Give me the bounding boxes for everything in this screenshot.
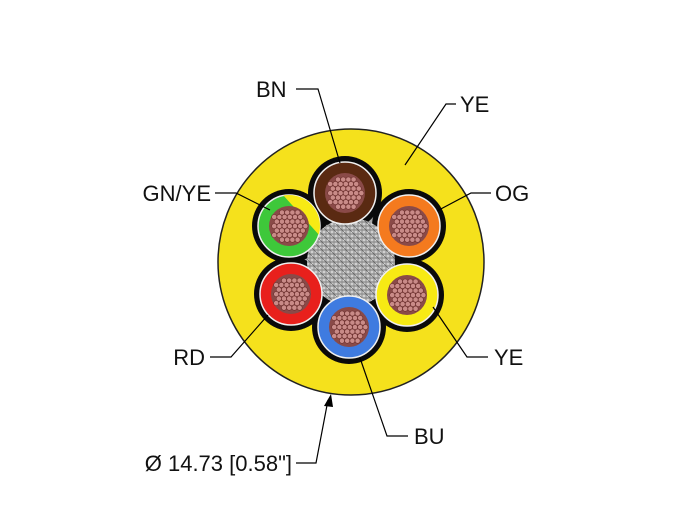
copper-strand (404, 236, 411, 243)
copper-strand (397, 305, 403, 312)
copper-strand (419, 218, 426, 225)
copper-strand (402, 305, 409, 312)
copper-strand (357, 315, 364, 321)
copper-strand (399, 236, 405, 243)
copper-strand (417, 287, 424, 294)
copper-strand (415, 301, 422, 308)
copper-strand (331, 333, 338, 340)
copper-strand (354, 337, 361, 344)
copper-strand (302, 223, 309, 229)
copper-strand (301, 286, 308, 293)
copper-strand (350, 176, 357, 183)
copper-strand (289, 236, 296, 243)
copper-strand (294, 236, 301, 243)
copper-strand (362, 324, 369, 330)
copper-strand (417, 232, 424, 239)
label-bn: BN (256, 77, 287, 102)
label-bu: BU (414, 424, 445, 449)
copper-strand (358, 190, 365, 196)
copper-strand (353, 181, 360, 187)
core-bn (313, 161, 377, 225)
copper-strand (281, 304, 287, 311)
copper-strand (412, 305, 419, 312)
copper-strand (417, 296, 424, 303)
copper-strand (357, 333, 364, 340)
copper-strand (273, 300, 280, 307)
leader-lines (210, 88, 491, 464)
core-ye (375, 263, 439, 327)
copper-strand (415, 283, 422, 289)
copper-strand (355, 194, 362, 201)
copper-strand (417, 214, 424, 220)
copper-strand (297, 214, 304, 220)
label-rd: RD (173, 345, 205, 370)
copper-strand (359, 328, 366, 335)
copper-strand (327, 199, 334, 206)
copper-strand (412, 278, 419, 285)
copper-strand (391, 232, 398, 239)
copper-strand (335, 203, 341, 210)
copper-strand (296, 277, 303, 284)
copper-strand (350, 203, 357, 210)
copper-strand (291, 304, 298, 311)
leader-diameter (296, 399, 329, 464)
copper-strand (340, 203, 347, 210)
copper-strand (296, 304, 303, 311)
label-ye-jacket: YE (460, 92, 489, 117)
leader-og (436, 192, 491, 212)
core-rd (259, 262, 323, 326)
braided-filler (307, 218, 395, 306)
copper-strand (359, 319, 366, 326)
copper-strand (389, 301, 396, 308)
copper-strand (345, 203, 352, 210)
copper-strand (420, 292, 427, 298)
copper-strand (422, 223, 429, 229)
core-gnye (257, 194, 321, 258)
copper-strand (304, 291, 311, 297)
copper-strand (414, 236, 421, 243)
label-gnye: GN/YE (143, 181, 211, 206)
copper-strand (294, 209, 301, 216)
core-bu (317, 295, 381, 359)
core-og (377, 194, 441, 258)
label-diameter: Ø 14.73 [0.58"] (145, 451, 292, 476)
copper-strand (349, 337, 356, 344)
copper-strand (284, 236, 291, 243)
copper-strand (344, 337, 351, 344)
copper-strand (414, 209, 421, 216)
copper-strand (419, 227, 426, 234)
copper-strand (299, 218, 306, 225)
copper-strand (301, 295, 308, 302)
copper-strand (354, 310, 361, 317)
leader-bn (296, 88, 341, 164)
cores-group (257, 161, 441, 359)
leader-gnye (215, 192, 271, 211)
copper-strand (353, 199, 360, 206)
copper-strand (286, 304, 293, 311)
copper-strand (271, 232, 278, 239)
leader-rd (210, 314, 269, 358)
leader-ye-core (432, 306, 488, 358)
leader-bu (359, 357, 408, 437)
copper-strand (297, 232, 304, 239)
label-og: OG (495, 181, 529, 206)
copper-strand (279, 236, 285, 243)
copper-strand (409, 236, 416, 243)
leader-ye-jacket (404, 103, 456, 166)
copper-strand (299, 300, 306, 307)
copper-strand (299, 227, 306, 234)
copper-strand (339, 337, 345, 344)
copper-strand (355, 185, 362, 192)
label-ye-core: YE (494, 345, 523, 370)
diameter-arrowhead (324, 394, 333, 407)
copper-strand (407, 305, 414, 312)
copper-strand (299, 282, 306, 288)
